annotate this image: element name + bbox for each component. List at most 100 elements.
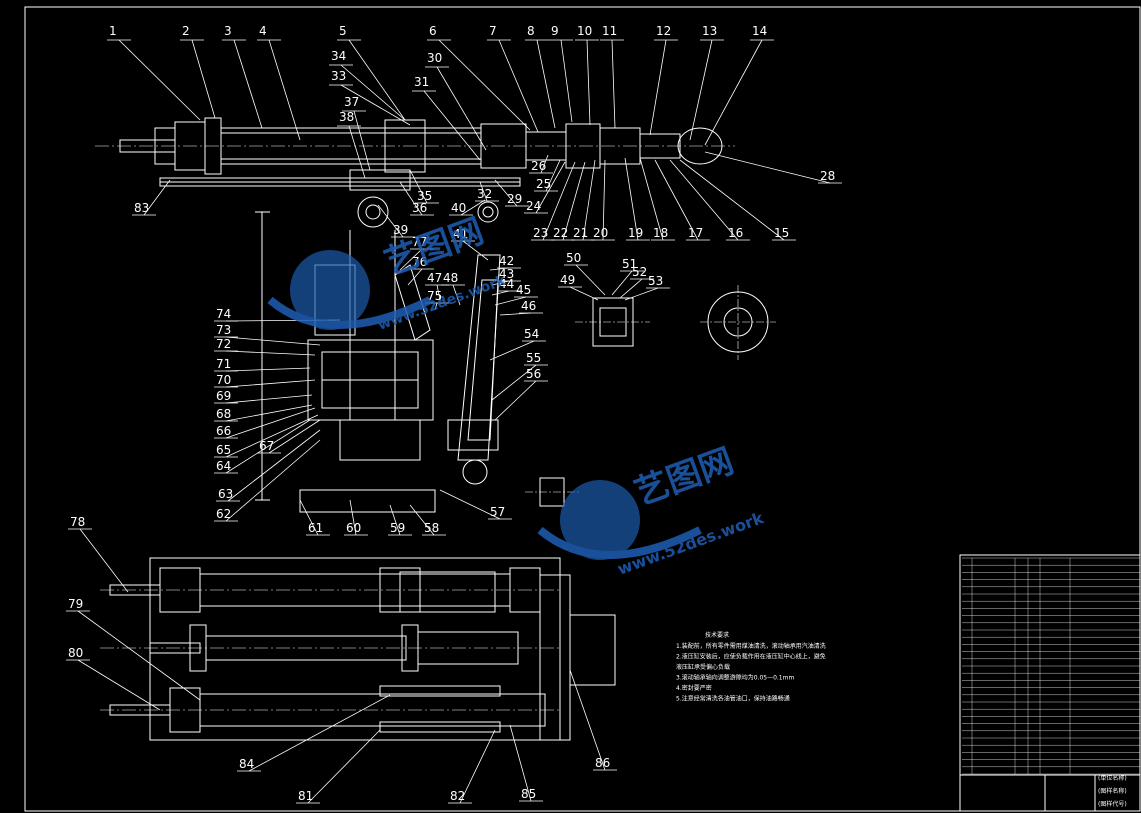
- part-number-label: 73: [216, 323, 231, 337]
- part-number-label: 82: [450, 789, 465, 803]
- part-number-label: 20: [593, 226, 608, 240]
- part-number-label: 42: [499, 254, 514, 268]
- part-number-label: 36: [412, 201, 427, 215]
- part-number-label: 37: [344, 95, 359, 109]
- callout-34: 34: [329, 49, 406, 121]
- callout-37: 37: [342, 95, 371, 171]
- part-number-label: 28: [820, 169, 835, 183]
- callout-86: 86: [569, 669, 617, 771]
- part-number-label: 31: [414, 75, 429, 89]
- part-number-label: 15: [774, 226, 789, 240]
- part-number-label: 52: [632, 265, 647, 279]
- part-number-label: 32: [477, 187, 492, 201]
- watermark-brand-2: 艺图网: [629, 441, 739, 513]
- callout-73: 73: [214, 323, 321, 346]
- part-number-label: 26: [531, 159, 546, 173]
- callout-63: 63: [216, 429, 321, 502]
- part-number-label: 25: [536, 177, 551, 191]
- callout-51: 51: [611, 257, 644, 296]
- part-number-label: 64: [216, 459, 231, 473]
- part-number-label: 78: [70, 515, 85, 529]
- title-block-drawing-name: (图样名称): [1098, 787, 1127, 795]
- part-number-label: 10: [577, 24, 592, 38]
- callout-69: 69: [214, 389, 313, 404]
- callout-25: 25: [534, 159, 561, 192]
- title-block-unit-name: (单位名称): [1098, 774, 1127, 782]
- callout-77: 77: [399, 235, 434, 271]
- callout-10: 10: [575, 24, 599, 126]
- part-number-label: 61: [308, 521, 323, 535]
- part-number-label: 7: [489, 24, 497, 38]
- part-number-label: 81: [298, 789, 313, 803]
- part-number-label: 72: [216, 337, 231, 351]
- part-number-label: 53: [648, 274, 663, 288]
- callout-75: 75: [425, 289, 449, 311]
- callout-18: 18: [639, 157, 675, 241]
- part-number-label: 85: [521, 787, 536, 801]
- part-number-label: 59: [390, 521, 405, 535]
- part-number-label: 54: [524, 327, 539, 341]
- part-number-label: 70: [216, 373, 231, 387]
- part-number-label: 62: [216, 507, 231, 521]
- part-number-label: 65: [216, 443, 231, 457]
- callout-58: 58: [409, 504, 446, 536]
- part-number-label: 22: [553, 226, 568, 240]
- part-number-label: 30: [427, 51, 442, 65]
- part-number-label: 60: [346, 521, 361, 535]
- callout-2: 2: [180, 24, 216, 119]
- part-number-label: 77: [412, 235, 427, 249]
- part-number-label: 45: [516, 283, 531, 297]
- part-number-label: 75: [427, 289, 442, 303]
- technical-requirements: 技术要求 1.装配前，所有零件需用煤油清洗，滚动轴承用汽油清洗2.液压缸安装后，…: [676, 631, 826, 703]
- callout-70: 70: [214, 373, 316, 388]
- callout-24: 24: [524, 161, 566, 214]
- part-number-label: 3: [224, 24, 232, 38]
- callout-15: 15: [679, 159, 796, 241]
- part-number-label: 35: [417, 189, 432, 203]
- part-number-label: 33: [331, 69, 346, 83]
- drawing-border: [24, 6, 1141, 812]
- callout-38: 38: [337, 110, 366, 179]
- callout-62: 62: [214, 439, 321, 522]
- callout-3: 3: [222, 24, 263, 129]
- callout-43: 43: [491, 267, 521, 286]
- callout-46: 46: [499, 299, 543, 316]
- tech-requirement-line: 5.注意经常清洗各油管油口，保持油路畅通: [676, 695, 790, 703]
- parts-list-table: [962, 557, 1140, 775]
- callout-40: 40: [449, 199, 486, 216]
- callout-57: 57: [439, 489, 512, 520]
- part-number-label: 46: [521, 299, 536, 313]
- callout-39: 39: [377, 204, 415, 238]
- tech-requirements-title: 技术要求: [705, 631, 729, 639]
- callout-76: 76: [407, 255, 434, 286]
- callout-59: 59: [388, 504, 412, 536]
- part-number-label: 49: [560, 273, 575, 287]
- part-number-label: 34: [331, 49, 346, 63]
- callout-13: 13: [689, 24, 724, 141]
- part-number-label: 68: [216, 407, 231, 421]
- part-number-label: 63: [218, 487, 233, 501]
- part-number-label: 1: [109, 24, 117, 38]
- part-number-label: 18: [653, 226, 668, 240]
- callout-32: 32: [475, 181, 499, 202]
- tech-requirement-line: 1.装配前，所有零件需用煤油清洗，滚动轴承用汽油清洗: [676, 642, 826, 650]
- callout-80: 80: [66, 646, 161, 711]
- part-number-label: 76: [412, 255, 427, 269]
- callout-60: 60: [344, 499, 368, 536]
- part-number-label: 40: [451, 201, 466, 215]
- callout-6: 6: [427, 24, 531, 131]
- part-number-label: 55: [526, 351, 541, 365]
- callout-78: 78: [68, 515, 129, 593]
- callout-30: 30: [425, 51, 487, 151]
- callout-54: 54: [489, 327, 546, 361]
- callout-44: 44: [491, 277, 521, 296]
- callout-67: 67: [257, 419, 321, 454]
- tech-requirement-line: 3.滚动轴承轴向调整游隙均为0.05—0.1mm: [676, 674, 794, 682]
- part-number-label: 48: [443, 271, 458, 285]
- callout-35: 35: [409, 169, 439, 204]
- callout-17: 17: [654, 159, 710, 241]
- callout-16: 16: [669, 159, 750, 241]
- callout-23: 23: [531, 161, 576, 241]
- part-number-label: 8: [527, 24, 535, 38]
